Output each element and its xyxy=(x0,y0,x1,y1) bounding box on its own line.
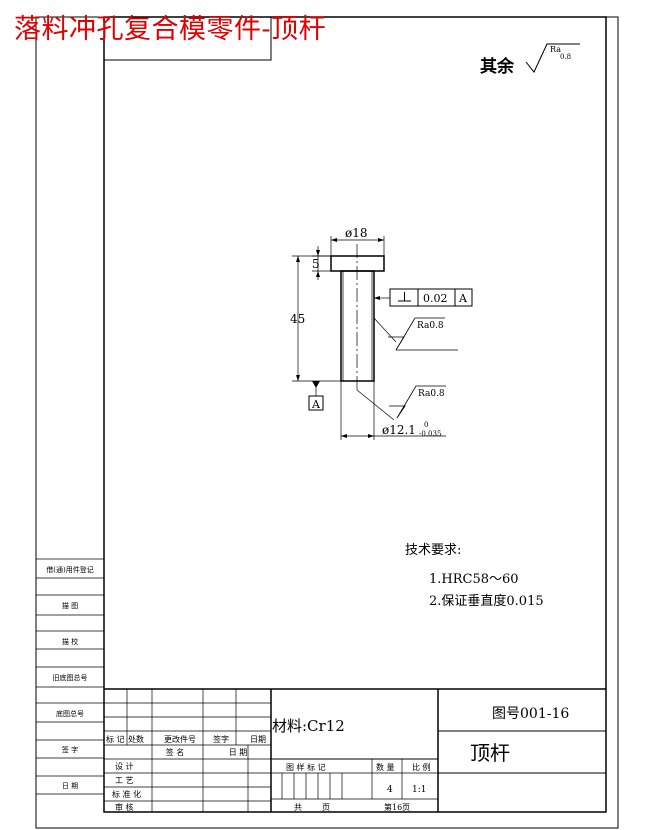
role-label: 标 准 化 xyxy=(112,789,141,799)
material-label: 材料:Cr12 xyxy=(272,717,345,735)
dim-diameter-head: ø18 xyxy=(345,226,368,240)
part-shaft xyxy=(340,270,375,382)
scale-label: 比 例 xyxy=(412,762,431,772)
quantity-label: 数 量 xyxy=(376,762,395,772)
surface-finish-value: 0.8 xyxy=(560,53,571,61)
datum-triangle-icon xyxy=(312,381,320,388)
side-strip-item: 旧底图总号 xyxy=(53,673,88,682)
datum-box xyxy=(308,395,324,411)
side-strip-item: 日 期 xyxy=(62,782,78,790)
side-strip-item: 描 校 xyxy=(62,637,78,646)
title-block xyxy=(104,688,606,812)
page-title: 落料冲孔复合模零件-顶杆 xyxy=(14,14,327,45)
side-strip-item: 底图总号 xyxy=(56,709,84,718)
surface-finish-prefix: 其余 xyxy=(480,56,515,77)
side-strip-item: 签 字 xyxy=(62,745,78,754)
part-name: 顶杆 xyxy=(470,741,510,765)
rev-header: 标 记 xyxy=(106,734,125,744)
fcf-datum: A xyxy=(458,292,468,305)
side-strip xyxy=(36,558,104,795)
dim-head-height: 5 xyxy=(312,257,320,271)
fcf-frame xyxy=(389,288,473,307)
dim-shaft-diameter: ø12.1 xyxy=(382,423,416,437)
roughness-lower: Ra0.8 xyxy=(418,389,445,399)
name-header: 日 期 xyxy=(229,748,248,757)
side-strip-item: 借(通)用件登记 xyxy=(46,565,93,574)
tech-requirements-heading: 技术要求: xyxy=(405,543,461,558)
part-head xyxy=(330,255,385,272)
total-sheets-label: 共 xyxy=(294,803,302,812)
arrow-icon xyxy=(316,250,320,277)
dim-length: 45 xyxy=(290,312,305,326)
rev-header: 日期 xyxy=(250,735,266,744)
surface-finish-ra: Ra xyxy=(550,45,561,54)
roughness-leader xyxy=(373,317,397,343)
stage-mark-label: 图 样 标 记 xyxy=(286,762,326,772)
role-label: 工 艺 xyxy=(115,776,134,785)
drawing-frame xyxy=(103,16,607,813)
tech-requirement-item: 1.HRC58～60 xyxy=(429,572,519,587)
tolerance-lower: -0.035 xyxy=(419,430,441,438)
scale-value: 1:1 xyxy=(412,785,426,795)
stamp-box xyxy=(103,16,272,61)
surface-finish-default: 其余 Ra 0.8 xyxy=(480,43,580,77)
drawing-number: 图号001-16 xyxy=(492,706,569,722)
roughness-check-icon xyxy=(525,43,580,73)
roughness-leader xyxy=(356,389,395,421)
rev-header: 更改件号 xyxy=(164,734,196,744)
roughness-upper: Ra0.8 xyxy=(417,321,444,331)
roughness-symbol-icon xyxy=(389,385,446,419)
arrow-icon xyxy=(374,296,380,300)
role-label: 设 计 xyxy=(115,761,134,771)
side-strip-item: 描 图 xyxy=(62,601,78,610)
part-drawing xyxy=(292,236,473,440)
tolerance-upper: 0 xyxy=(424,421,428,429)
datum-label: A xyxy=(311,398,321,411)
arrow-icon xyxy=(331,238,384,242)
rev-header: 处数 xyxy=(128,734,144,744)
roughness-symbol-icon xyxy=(388,317,445,351)
name-header: 签 名 xyxy=(166,747,185,757)
role-label: 审 核 xyxy=(115,802,134,812)
tech-requirement-item: 2.保证垂直度0.015 xyxy=(429,593,544,609)
sheets-unit: 页 xyxy=(322,803,330,812)
rev-header: 签字 xyxy=(213,734,229,744)
sheet-number: 第16页 xyxy=(384,802,410,812)
fcf-tolerance: 0.02 xyxy=(423,292,448,305)
quantity-value: 4 xyxy=(387,785,393,795)
